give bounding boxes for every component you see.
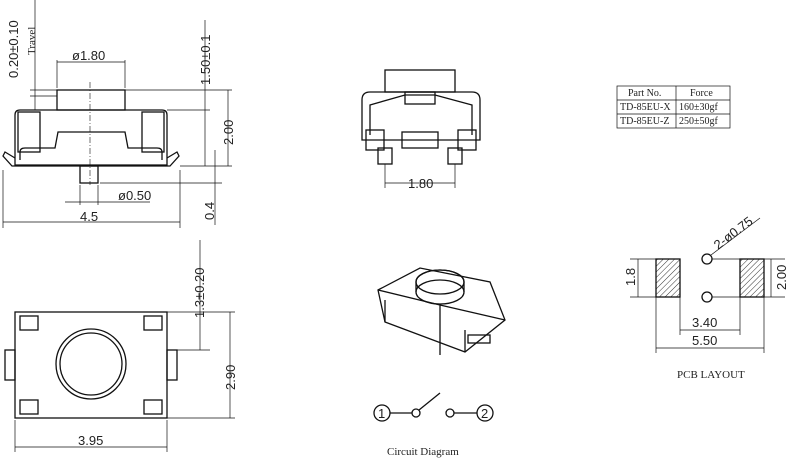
travel-dim: 0.20±0.10 xyxy=(6,20,21,78)
pad-right xyxy=(739,258,765,298)
inner-dim: 3.40 xyxy=(692,315,717,330)
width-dim: 4.5 xyxy=(80,209,98,224)
button-height-dim: 1.50±0.1 xyxy=(198,34,213,85)
button-dia-dim: ø1.80 xyxy=(72,48,105,63)
height-dim: 2.90 xyxy=(223,365,238,390)
pin xyxy=(79,165,99,184)
outer-dim: 5.50 xyxy=(692,333,717,348)
offset-dim: 1.3±0.20 xyxy=(192,267,207,318)
pad-height-dim: 1.8 xyxy=(623,268,638,286)
switch-body xyxy=(14,109,168,166)
terminal-2-label: 2 xyxy=(481,406,488,421)
table-cell: 160±30gf xyxy=(679,102,718,113)
body-inner xyxy=(19,131,163,160)
side-view: 1.80 xyxy=(361,69,481,191)
right-lead xyxy=(166,349,178,381)
isometric-view xyxy=(377,267,506,355)
left-bracket xyxy=(17,111,41,153)
button-outline xyxy=(55,328,127,400)
table-cell: TD-85EU-X xyxy=(620,102,671,113)
total-height-dim: 2.00 xyxy=(221,120,236,145)
header-force: Force xyxy=(690,88,713,99)
pad-left xyxy=(655,258,681,298)
circuit-diagram: 1 2 Circuit Diagram xyxy=(373,392,494,458)
hole-top xyxy=(701,253,713,265)
hole-dia-dim: 2-ø0.75 xyxy=(711,213,756,252)
terminal-2 xyxy=(476,404,494,422)
header-part-no: Part No. xyxy=(628,88,661,99)
table-cell: TD-85EU-Z xyxy=(620,116,669,127)
force-table: Part No. Force TD-85EU-X 160±30gf TD-85E… xyxy=(616,85,731,129)
pin-spacing-dim: 1.80 xyxy=(408,176,433,191)
side-body xyxy=(361,91,481,141)
width-dim: 3.95 xyxy=(78,433,103,448)
pcb-layout-title: PCB LAYOUT xyxy=(677,369,745,381)
front-view: 4.5 ø1.80 ø0.50 2.00 1.50±0.1 0.4 0.20±0… xyxy=(2,0,236,228)
pcb-layout: 2-ø0.75 1.8 2.00 3.40 5.50 PCB LAYOUT xyxy=(623,213,789,381)
side-button xyxy=(384,69,456,93)
terminal-1-label: 1 xyxy=(378,406,385,421)
circuit-title: Circuit Diagram xyxy=(387,446,459,458)
right-bracket xyxy=(141,111,165,153)
bottom-view: 3.95 2.90 1.3±0.20 xyxy=(4,240,238,452)
hole-spacing-dim: 2.00 xyxy=(774,265,789,290)
iso-button xyxy=(415,279,465,305)
leads xyxy=(2,151,180,167)
left-lead xyxy=(4,349,16,381)
pin-dia-dim: ø0.50 xyxy=(118,188,151,203)
switch-contact xyxy=(418,392,441,411)
table-cell: 250±50gf xyxy=(679,116,718,127)
hole-bottom xyxy=(701,291,713,303)
pin-length-dim: 0.4 xyxy=(202,202,217,220)
button-cap xyxy=(56,89,126,111)
travel-label: Travel xyxy=(26,27,38,55)
